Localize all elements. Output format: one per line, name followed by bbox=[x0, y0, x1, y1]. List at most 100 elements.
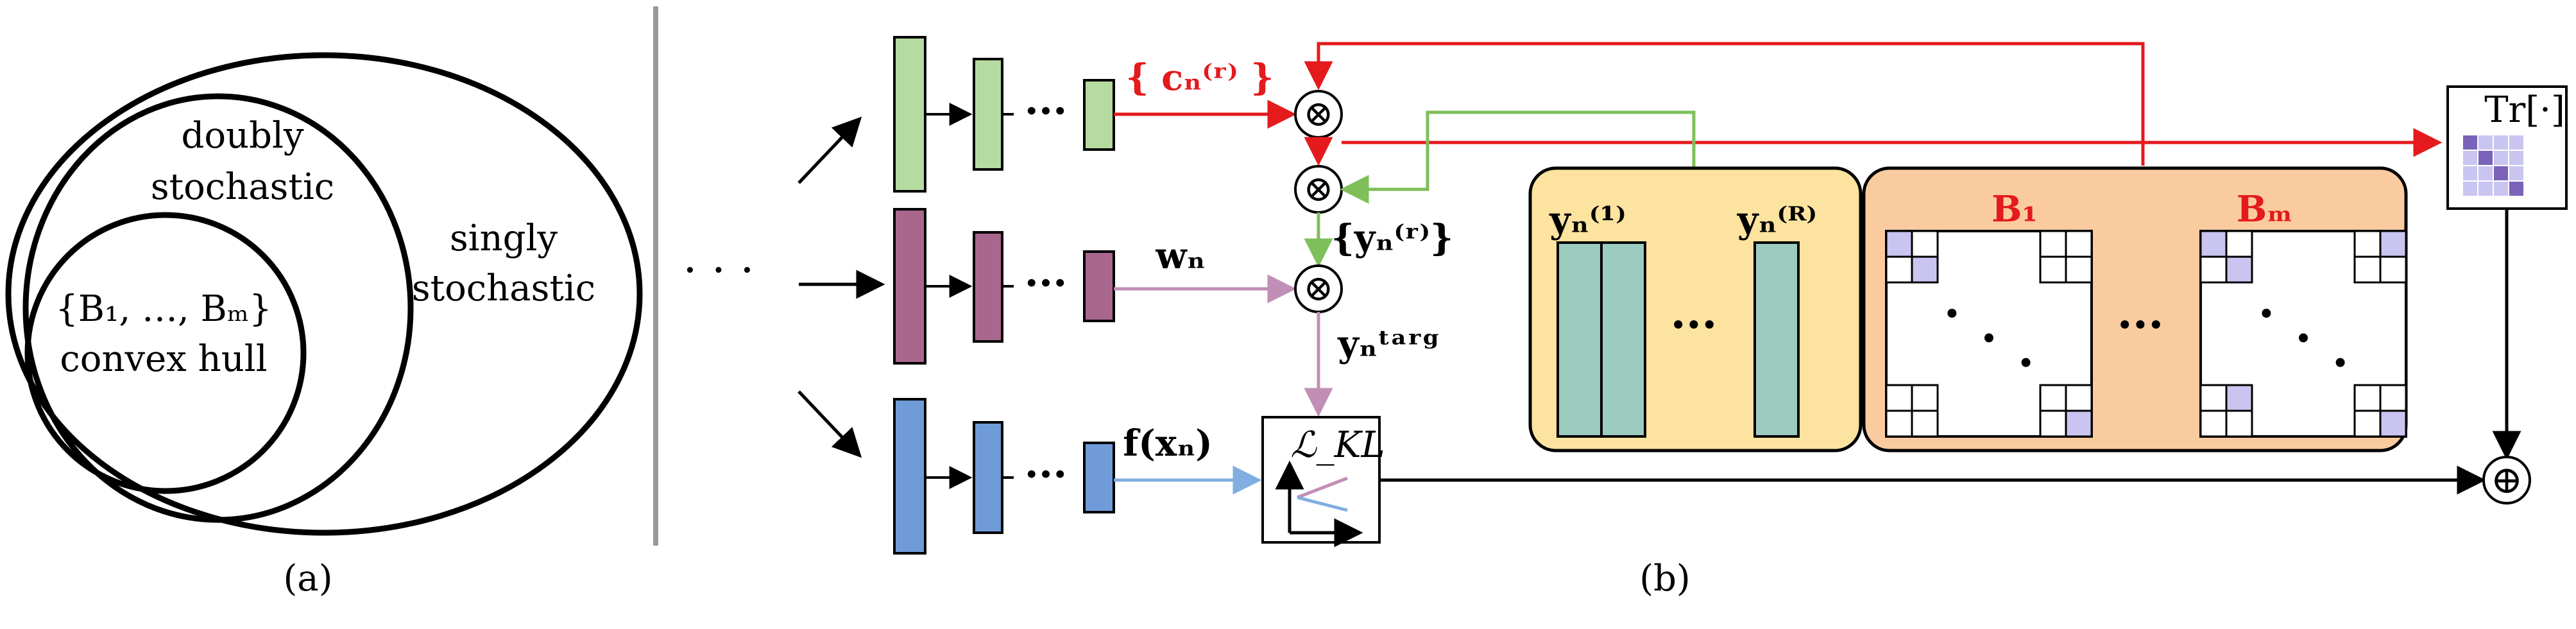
net-layer bbox=[893, 36, 926, 193]
matrix-cell bbox=[1911, 409, 1939, 438]
matrix-cell bbox=[1885, 230, 1913, 258]
target-label: yₙᵗᵃʳᵍ bbox=[1337, 323, 1440, 365]
diagonal-dot bbox=[2021, 358, 2031, 367]
diagonal-dot bbox=[1984, 333, 1993, 343]
input-ellipsis: · · · bbox=[683, 244, 754, 297]
caption-b: (b) bbox=[1639, 558, 1691, 599]
matrix-cell bbox=[2039, 255, 2067, 284]
trace-cell bbox=[2477, 150, 2494, 166]
sum-node bbox=[2482, 456, 2531, 504]
trace-cell bbox=[2508, 180, 2525, 197]
hull-set-label: {B₁, …, Bₘ} bbox=[55, 288, 272, 330]
components-panel: yₙ⁽¹⁾ yₙ⁽ᴿ⁾ ··· bbox=[1528, 166, 1863, 452]
feature-network: ··· bbox=[893, 398, 1115, 555]
matrix-cell bbox=[2065, 409, 2093, 438]
net-layer bbox=[1083, 79, 1115, 151]
matrix-cell bbox=[2379, 230, 2407, 258]
component-column bbox=[1557, 241, 1603, 438]
singly-label: singly bbox=[450, 218, 558, 259]
panel-b: · · · ··· ··· ··· bbox=[683, 36, 2568, 599]
matrix-cell bbox=[2225, 230, 2253, 258]
matrix-cell bbox=[1911, 230, 1939, 258]
basis-dots: ··· bbox=[2117, 298, 2163, 351]
trace-cell bbox=[2462, 150, 2478, 166]
trace-cell bbox=[2493, 134, 2509, 151]
components-label: {yₙ⁽ʳ⁾} bbox=[1331, 217, 1453, 259]
trace-label: Tr[·] bbox=[2484, 89, 2565, 131]
yR-label: yₙ⁽ᴿ⁾ bbox=[1737, 199, 1817, 241]
matrix-cell bbox=[1885, 255, 1913, 284]
weight-network: ··· bbox=[893, 208, 1115, 365]
matrix-cell bbox=[2379, 384, 2407, 412]
trace-cell bbox=[2493, 150, 2509, 166]
trace-cell bbox=[2462, 180, 2478, 197]
diagonal-dot bbox=[2335, 358, 2345, 367]
matrix-cell bbox=[2199, 384, 2228, 412]
matrix-cell bbox=[2225, 255, 2253, 284]
matrix-cell bbox=[2199, 255, 2228, 284]
panel-separator bbox=[653, 6, 658, 546]
arrow-to-green-net bbox=[798, 116, 862, 184]
net-layer bbox=[973, 231, 1003, 343]
panel-a: doubly stochastic singly stochastic {B₁,… bbox=[5, 52, 643, 599]
net-layer bbox=[1083, 442, 1115, 513]
kl-loss-box: ℒ_KL bbox=[1261, 416, 1385, 547]
y1-label: yₙ⁽¹⁾ bbox=[1549, 199, 1626, 241]
matrix-cell bbox=[2225, 409, 2253, 438]
matrix-cell bbox=[2225, 384, 2253, 412]
otimes-icon: ⊗ bbox=[1304, 268, 1334, 309]
diagonal-dot bbox=[2262, 309, 2271, 318]
kl-curve-pred bbox=[1297, 495, 1348, 512]
trace-cell bbox=[2508, 134, 2525, 151]
matrix-cell bbox=[2065, 384, 2093, 412]
component-feedback-arrow bbox=[1340, 110, 1696, 204]
trace-cell bbox=[2493, 165, 2509, 182]
matrix-cell bbox=[2353, 230, 2382, 258]
trace-cell bbox=[2493, 180, 2509, 197]
matrix-BM bbox=[2199, 230, 2407, 438]
coefficient-label: { cₙ⁽ʳ⁾ } bbox=[1126, 56, 1274, 99]
matrix-cell bbox=[1885, 384, 1913, 412]
trace-grid bbox=[2462, 134, 2525, 197]
diagonal-dot bbox=[1947, 309, 1957, 318]
component-column bbox=[1753, 241, 1800, 438]
matrix-cell bbox=[1911, 255, 1939, 284]
matrix-cell bbox=[2039, 230, 2067, 258]
doubly-label: doubly bbox=[181, 115, 303, 157]
BM-label: Bₘ bbox=[2237, 188, 2293, 230]
net-dots: ··· bbox=[1025, 259, 1068, 307]
hull-label: convex hull bbox=[60, 338, 267, 380]
trace-cell bbox=[2477, 165, 2494, 182]
matrix-cell bbox=[2353, 409, 2382, 438]
trace-cell bbox=[2508, 165, 2525, 182]
kl-curve-target bbox=[1297, 476, 1348, 499]
matrix-cell bbox=[2199, 409, 2228, 438]
singly-stochastic-ellipse bbox=[5, 52, 643, 536]
matrix-cell bbox=[2199, 230, 2228, 258]
otimes-icon: ⊗ bbox=[1304, 93, 1334, 135]
net-layer bbox=[973, 58, 1003, 171]
singly-label-2: stochastic bbox=[412, 268, 595, 309]
diagonal-dot bbox=[2299, 333, 2308, 343]
arrow-to-blue-net bbox=[798, 390, 862, 458]
matrix-cell bbox=[2039, 409, 2067, 438]
B1-label: B₁ bbox=[1992, 188, 2038, 230]
convex-hull-ellipse bbox=[24, 212, 307, 494]
net-layer bbox=[973, 421, 1003, 534]
net-layer bbox=[893, 208, 926, 365]
trace-cell bbox=[2462, 165, 2478, 182]
trace-box: Tr[·] bbox=[2446, 85, 2568, 210]
otimes-icon: ⊗ bbox=[1304, 168, 1334, 210]
trace-cell bbox=[2477, 180, 2494, 197]
net-layer bbox=[893, 398, 926, 555]
net-dots: ··· bbox=[1025, 451, 1068, 499]
caption-a: (a) bbox=[283, 558, 332, 599]
trace-cell bbox=[2508, 150, 2525, 166]
matrix-cell bbox=[2379, 255, 2407, 284]
net-layer bbox=[1083, 250, 1115, 322]
matrix-cell bbox=[2065, 255, 2093, 284]
matrix-cell bbox=[2353, 255, 2382, 284]
matrix-cell bbox=[2379, 409, 2407, 438]
weights-label: wₙ bbox=[1155, 235, 1205, 277]
